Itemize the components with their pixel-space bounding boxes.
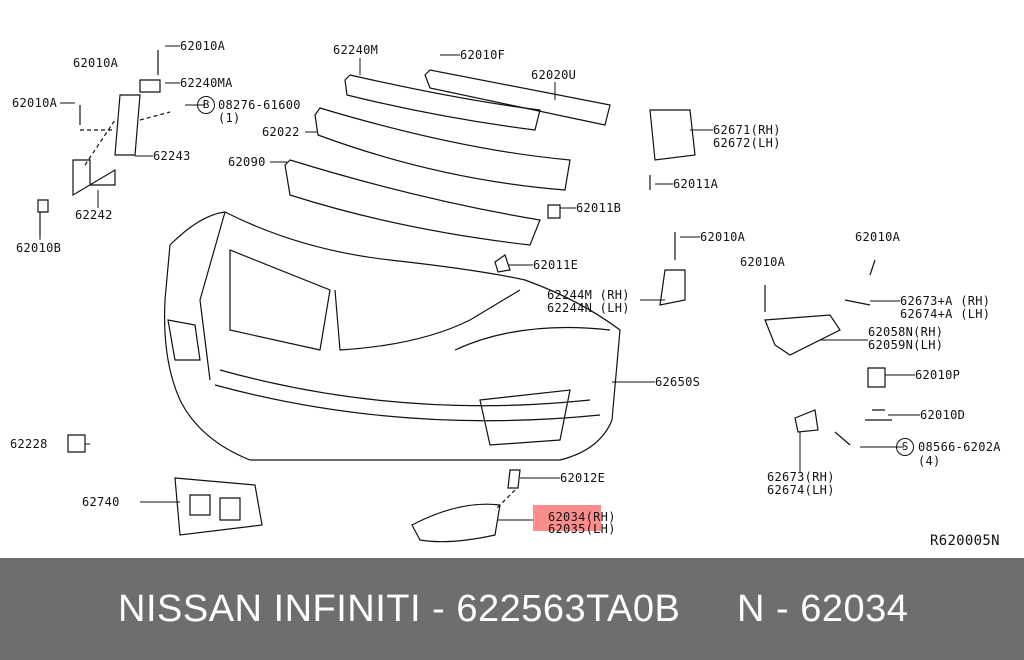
part-label[interactable]: 62672(LH)	[713, 136, 781, 150]
part-label[interactable]: 62244M (RH)	[547, 288, 630, 302]
diagram-code-text: N - 62034	[737, 588, 909, 630]
part-label[interactable]: 62010A	[740, 255, 786, 269]
part-label[interactable]: 62058N(RH)	[868, 325, 944, 339]
part-label[interactable]: 62010P	[915, 368, 961, 382]
part-label[interactable]: 62020U	[531, 68, 577, 82]
part-label[interactable]: 62011B	[576, 201, 622, 215]
part-label[interactable]: 62090	[228, 155, 266, 169]
part-label[interactable]: 62010A	[855, 230, 901, 244]
highlighted-part-marker	[533, 505, 601, 531]
part-label[interactable]: 62674+A (LH)	[900, 307, 991, 321]
quantity-label: (4)	[918, 454, 941, 468]
part-label[interactable]: 62022	[262, 125, 300, 139]
part-label[interactable]: 62244N (LH)	[547, 301, 630, 315]
part-label[interactable]: 62012E	[560, 471, 606, 485]
part-label[interactable]: 62673+A (RH)	[900, 294, 991, 308]
part-label[interactable]: 62228	[10, 437, 48, 451]
leader-lines	[39, 45, 920, 521]
part-label[interactable]: 62243	[153, 149, 191, 163]
part-label[interactable]: 62010A	[180, 39, 226, 53]
part-label[interactable]: 62011A	[673, 177, 719, 191]
front-bumper-cover	[164, 211, 621, 461]
quantity-label: (1)	[218, 111, 241, 125]
part-label[interactable]: 62010D	[920, 408, 966, 422]
part-info-footer: NISSAN INFINITI - 622563TA0B N - 62034	[0, 558, 1024, 660]
highlighted-part-label[interactable]: 62034(RH)	[548, 510, 616, 524]
part-label[interactable]: 08276-61600	[218, 98, 301, 112]
bumper-reinforcement	[284, 69, 611, 246]
part-label[interactable]: 62035(LH)	[548, 522, 616, 536]
part-label[interactable]: 62740	[82, 495, 120, 509]
parts-diagram-drawing	[37, 45, 920, 543]
part-label[interactable]: 62674(LH)	[767, 483, 835, 497]
bolt-symbol-b-icon: B	[197, 96, 215, 114]
part-label[interactable]: 62010B	[16, 241, 62, 255]
part-number-text: NISSAN INFINITI - 622563TA0B	[118, 588, 681, 630]
part-label[interactable]: 62650S	[655, 375, 701, 389]
part-label[interactable]: 62011E	[533, 258, 579, 272]
part-label[interactable]: 62673(RH)	[767, 470, 835, 484]
part-label[interactable]: 62240M	[333, 43, 379, 57]
part-label[interactable]: 62240MA	[180, 76, 233, 90]
side-bracket	[37, 50, 171, 235]
part-label[interactable]: 62242	[75, 208, 113, 222]
part-label[interactable]: 62010A	[12, 96, 58, 110]
part-label[interactable]: 62010A	[73, 56, 119, 70]
right-side-parts	[67, 109, 892, 543]
part-label[interactable]: 62671(RH)	[713, 123, 781, 137]
part-label[interactable]: 08566-6202A	[918, 440, 1001, 454]
part-label[interactable]: 62010A	[700, 230, 746, 244]
diagram-reference: R620005N	[930, 533, 1000, 549]
part-label[interactable]: 62059N(LH)	[868, 338, 944, 352]
screw-symbol-s-icon: S	[896, 438, 914, 456]
part-label[interactable]: 62010F	[460, 48, 506, 62]
